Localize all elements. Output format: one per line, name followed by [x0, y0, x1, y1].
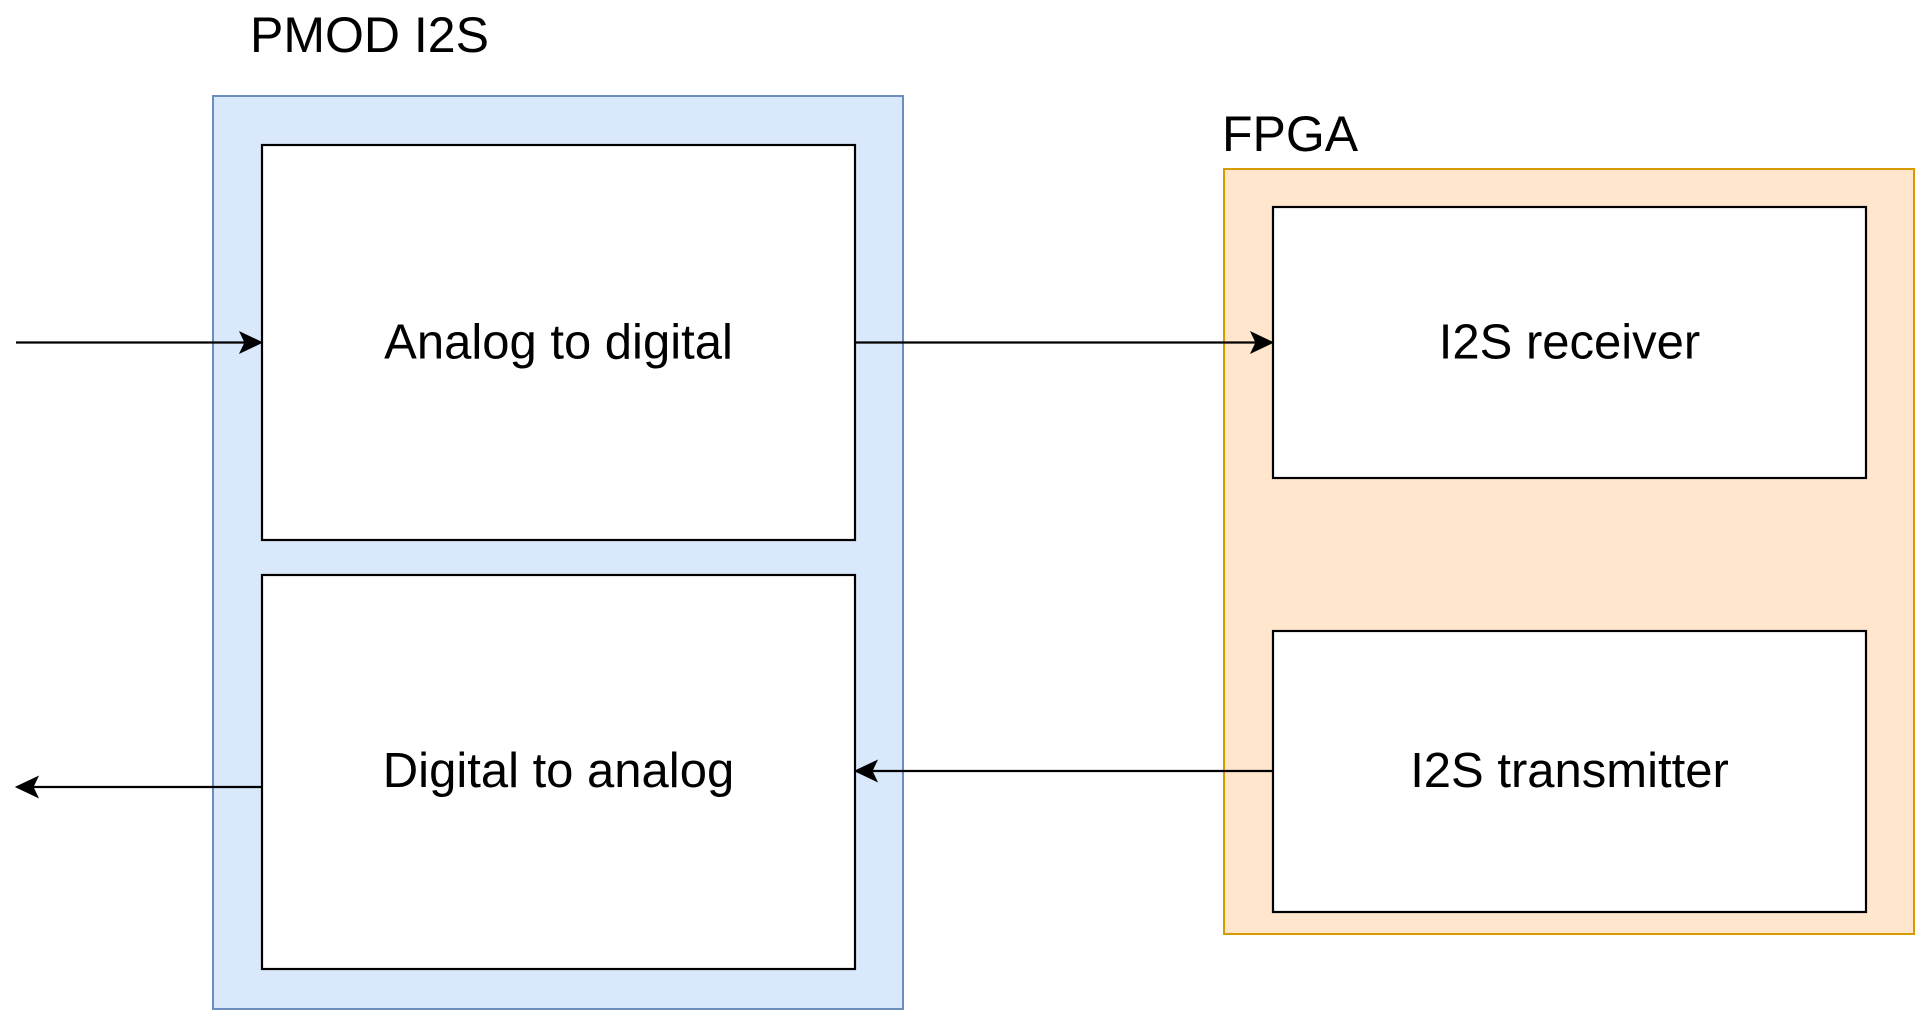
adc-block[interactable]: Analog to digital	[260, 143, 857, 542]
pmod-i2s-title: PMOD I2S	[250, 7, 489, 63]
transmitter-to-dac-arrow[interactable]	[853, 759, 1273, 783]
arrowhead-left-icon	[14, 775, 40, 799]
fpga-group: FPGA I2S receiver I2S transmitter	[1222, 106, 1915, 935]
i2s-transmitter-block-rect[interactable]	[1271, 629, 1868, 914]
adc-to-receiver-arrow[interactable]	[855, 330, 1275, 355]
arrowhead-left-icon	[853, 759, 879, 783]
arrowhead-right-icon	[1249, 330, 1275, 355]
dac-block-rect[interactable]	[260, 573, 857, 971]
i2s-transmitter-block[interactable]: I2S transmitter	[1271, 629, 1868, 914]
pmod-i2s-container-border	[212, 95, 904, 1010]
fpga-title: FPGA	[1222, 106, 1359, 162]
i2s-receiver-block-rect[interactable]	[1271, 205, 1868, 480]
pmod-i2s-group: PMOD I2S Analog to digital Digital to an…	[212, 7, 904, 1010]
dac-block-label: Digital to analog	[383, 744, 734, 798]
adc-block-label: Analog to digital	[384, 316, 733, 370]
i2s-transmitter-block-label: I2S transmitter	[1410, 744, 1729, 798]
analog-output-arrow[interactable]	[14, 775, 262, 799]
i2s-receiver-block[interactable]: I2S receiver	[1271, 205, 1868, 480]
adc-block-rect[interactable]	[260, 143, 857, 542]
arrowhead-right-icon	[238, 330, 264, 355]
dac-block[interactable]: Digital to analog	[260, 573, 857, 971]
i2s-receiver-block-label: I2S receiver	[1439, 316, 1700, 370]
fpga-container-border	[1223, 168, 1915, 935]
analog-input-arrow[interactable]	[16, 330, 264, 355]
